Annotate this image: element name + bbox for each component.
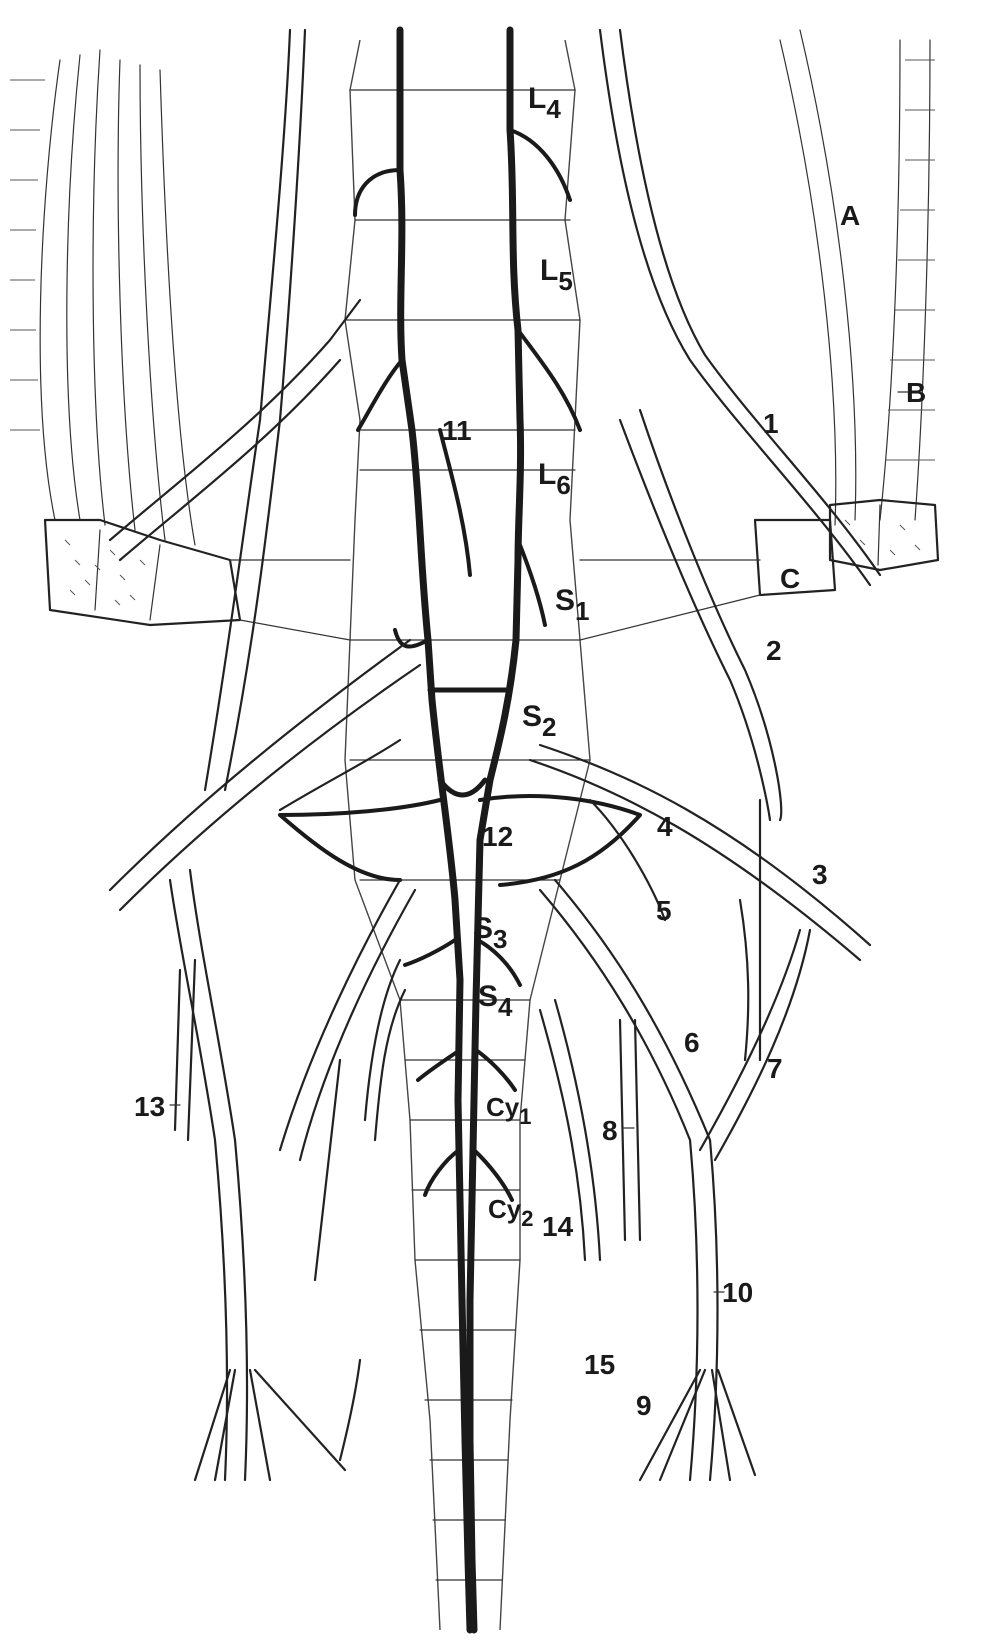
left-nerves [110, 30, 420, 1480]
label-l6: L6 [538, 458, 571, 500]
label-13: 13 [134, 1091, 165, 1122]
left-muscle-bundle [10, 50, 240, 625]
label-5: 5 [656, 895, 672, 926]
label-cy2: Cy2 [488, 1194, 534, 1231]
label-10: 10 [722, 1277, 753, 1308]
label-c: C [780, 563, 800, 594]
label-9: 9 [636, 1390, 652, 1421]
label-4: 4 [657, 811, 673, 842]
label-ticks [170, 392, 908, 1292]
label-6: 6 [684, 1027, 700, 1058]
label-3: 3 [812, 859, 828, 890]
label-s1: S1 [555, 584, 589, 626]
label-s2: S2 [522, 700, 556, 742]
label-7: 7 [767, 1053, 783, 1084]
label-12: 12 [482, 821, 513, 852]
label-a: A [840, 200, 860, 231]
label-14: 14 [542, 1211, 574, 1242]
right-nerves [530, 30, 880, 1480]
label-8: 8 [602, 1115, 618, 1146]
label-1: 1 [763, 408, 779, 439]
sympathetic-trunks [280, 30, 640, 1630]
label-2: 2 [766, 635, 782, 666]
label-cy1: Cy1 [486, 1092, 532, 1129]
right-muscle-bundle [755, 30, 938, 595]
label-b: B [906, 377, 926, 408]
label-l5: L5 [540, 254, 573, 296]
label-15: 15 [584, 1349, 615, 1380]
label-l4: L4 [528, 82, 561, 124]
label-11: 11 [442, 415, 472, 446]
label-s4: S4 [478, 980, 513, 1022]
vertebra-labels: L4 L5 L6 S1 S2 S3 S4 Cy1 Cy2 [473, 82, 589, 1231]
